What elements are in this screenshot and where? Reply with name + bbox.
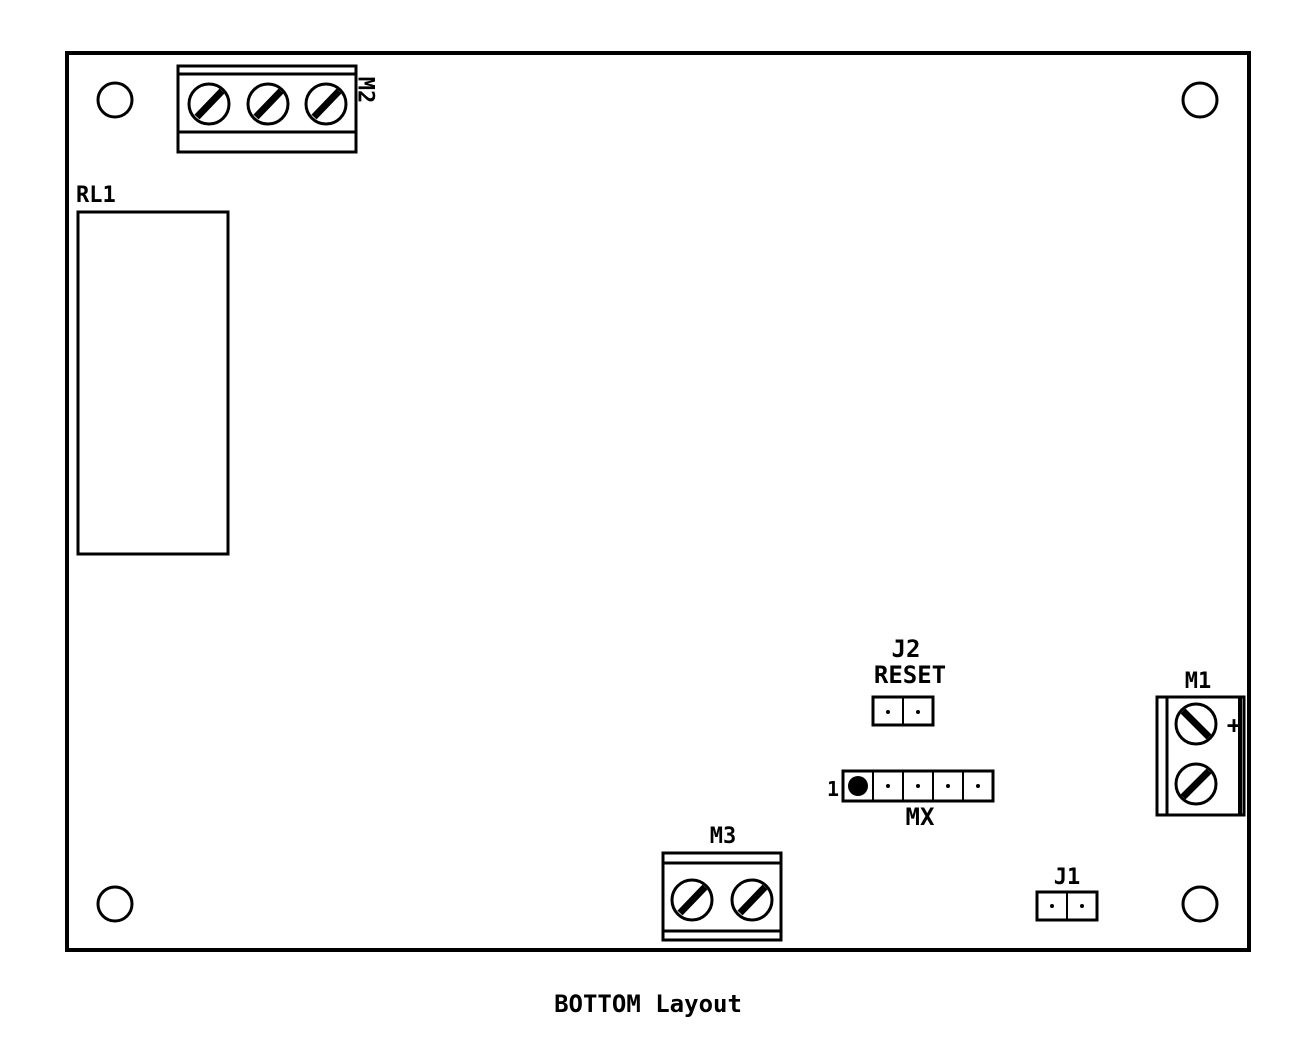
- mounting-hole-top-right: [1181, 81, 1219, 119]
- label-m1-polarity: +: [1227, 711, 1241, 739]
- label-mx: MX: [906, 803, 935, 831]
- screw-m1-2: [1174, 762, 1218, 806]
- layout-caption: BOTTOM Layout: [554, 990, 742, 1018]
- screw-m3-2: [730, 878, 774, 922]
- label-j2: J2: [892, 635, 921, 663]
- header-j2: J2 RESET: [871, 635, 946, 727]
- label-mx-pin1: 1: [827, 777, 839, 801]
- terminal-m1: M1 +: [1155, 669, 1246, 817]
- relay-rl1: RL1: [76, 183, 230, 556]
- screw-m2-1: [187, 82, 231, 126]
- header-j1: J1: [1035, 865, 1099, 922]
- screw-m3-1: [670, 878, 714, 922]
- terminal-m3: M3: [661, 824, 783, 942]
- terminal-m2: M2: [176, 64, 378, 154]
- mounting-hole-bottom-right: [1181, 885, 1219, 923]
- mounting-hole-top-left: [96, 81, 134, 119]
- header-mx: 1 MX: [827, 769, 995, 831]
- label-m1: M1: [1185, 669, 1212, 694]
- screw-m2-2: [246, 82, 290, 126]
- board-outline: [65, 51, 1251, 952]
- label-j2-reset: RESET: [874, 661, 946, 689]
- mounting-holes: [96, 81, 1219, 923]
- mounting-hole-bottom-left: [96, 885, 134, 923]
- label-m2: M2: [353, 77, 378, 104]
- screw-m1-1: [1174, 702, 1218, 746]
- label-j1: J1: [1054, 865, 1081, 890]
- label-rl1: RL1: [76, 183, 116, 208]
- screw-m2-3: [304, 82, 348, 126]
- mx-pin1-pad: [848, 776, 868, 796]
- label-m3: M3: [710, 824, 737, 849]
